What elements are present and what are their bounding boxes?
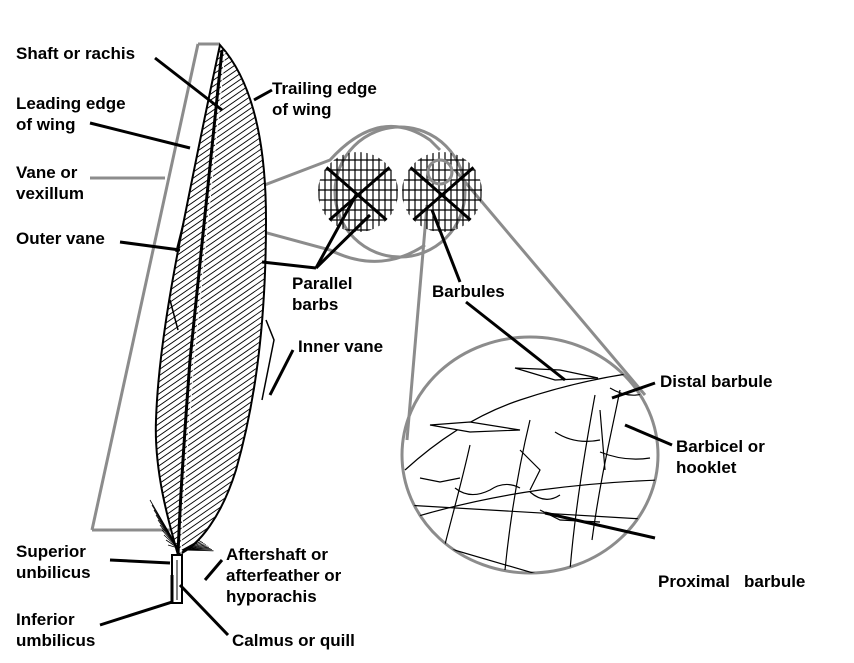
label-calmus: Calmus or quill — [232, 631, 355, 650]
label-outer-vane: Outer vane — [16, 229, 105, 248]
leader-lines — [89, 56, 673, 637]
label-parallel-barbs: Parallel barbs — [292, 274, 353, 314]
label-inferior-umbilicus: Inferior umbilicus — [16, 610, 96, 650]
label-shaft: Shaft or rachis — [16, 44, 136, 63]
label-leading-edge: Leading edge of wing — [16, 94, 126, 134]
label-aftershaft: Aftershaft or afterfeather or hyporachis — [226, 545, 342, 606]
large-magnified-barbules — [404, 367, 658, 573]
label-vane: Vane or vexillum — [16, 163, 85, 203]
label-proximal-barbule: Proximal barbule — [658, 572, 806, 591]
label-superior-umbilicus: Superior unbilicus — [16, 542, 91, 582]
magnifier-lines — [90, 42, 660, 575]
label-barbules: Barbules — [432, 282, 505, 301]
label-distal-barbule: Distal barbule — [660, 372, 773, 391]
label-trailing-edge: Trailing edge of wing — [272, 79, 377, 119]
label-barbicel: Barbicel or hooklet — [676, 437, 765, 477]
label-inner-vane: Inner vane — [298, 337, 384, 356]
